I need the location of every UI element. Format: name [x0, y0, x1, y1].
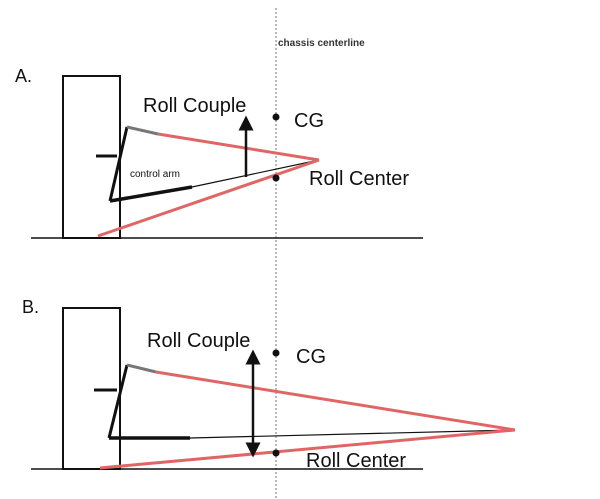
- cg-dot-a: [272, 113, 280, 121]
- contact-patch-line-a: [97, 158, 320, 238]
- lower-arm-a: [109, 185, 193, 203]
- roll-center-dot-a: [272, 174, 280, 182]
- panel-b: B. Roll Couple CG Roll Center: [22, 297, 516, 472]
- roll-center-label-b: Roll Center: [306, 450, 406, 472]
- cg-dot-b: [272, 349, 280, 357]
- upper-arm-projection-b: [155, 370, 516, 432]
- upper-arm-a: [126, 125, 159, 136]
- lower-arm-projection-b: [189, 429, 516, 439]
- panel-b-label: B.: [22, 297, 39, 317]
- lower-arm-projection-a: [191, 159, 320, 188]
- control-arm-label: control arm: [130, 169, 180, 180]
- roll-center-label-a: Roll Center: [309, 168, 409, 190]
- roll-couple-label-b: Roll Couple: [147, 330, 250, 352]
- panel-a-label: A.: [15, 66, 32, 86]
- cg-label-a: CG: [294, 110, 324, 132]
- upright-a: [108, 126, 129, 202]
- roll-couple-label-a: Roll Couple: [143, 95, 246, 117]
- upright-b: [107, 364, 129, 439]
- roll-center-dot-b: [272, 449, 280, 457]
- cg-label-b: CG: [296, 346, 326, 368]
- contact-patch-line-b: [99, 428, 516, 470]
- panel-a: A. Roll Couple CG Roll Center control ar…: [15, 66, 423, 239]
- upper-arm-b: [126, 363, 157, 374]
- centerline-label: chassis centerline: [278, 38, 365, 49]
- upper-arm-projection-a: [157, 132, 320, 162]
